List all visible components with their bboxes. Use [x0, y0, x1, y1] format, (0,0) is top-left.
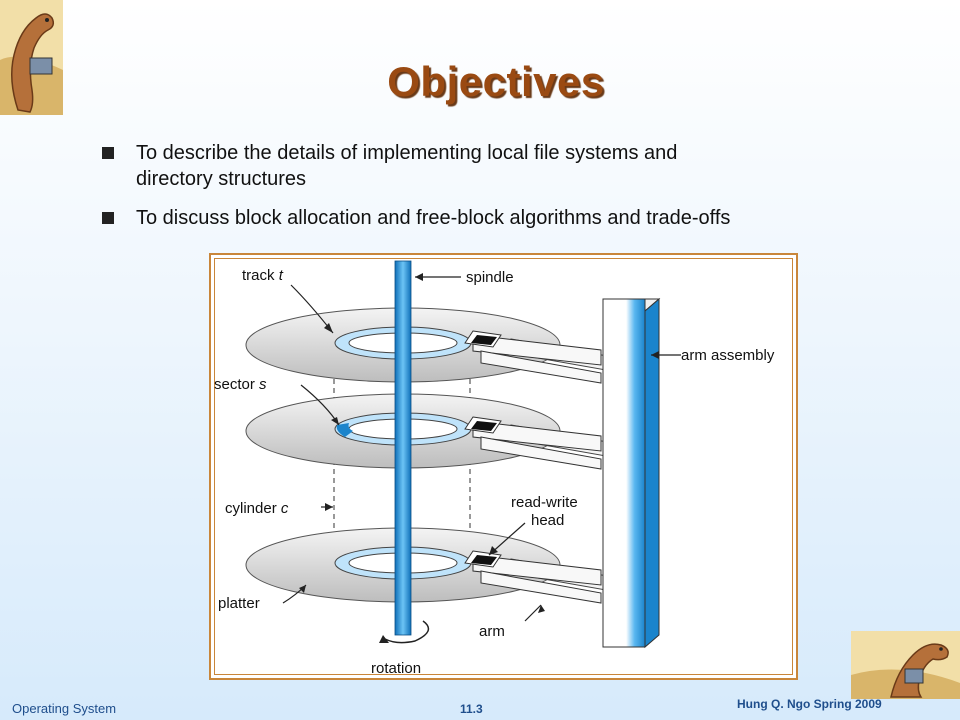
- page-title: Objectives: [387, 58, 605, 106]
- sector-label: sector s: [214, 376, 267, 393]
- rotation-label: rotation: [371, 660, 421, 677]
- track-label: track t: [242, 267, 284, 284]
- read-write-heads: [464, 330, 502, 568]
- rotation-arrow-icon: [384, 620, 430, 644]
- cylinder-label: cylinder c: [225, 500, 289, 517]
- bullet-square-icon: [102, 212, 114, 224]
- dinosaur-laptop-logo-icon: [851, 631, 960, 699]
- read-write-label-line1: read-write: [511, 494, 578, 511]
- disk-diagram: track t spindle arm assembly sector s cy…: [214, 260, 775, 677]
- arrowheads: [299, 273, 659, 613]
- bullet-text: directory structures: [136, 168, 307, 190]
- footer-slide-number: 11.3: [460, 702, 483, 716]
- dinosaur-logo-icon: [0, 0, 63, 115]
- bullet-text: To discuss block allocation and free-blo…: [136, 207, 731, 229]
- platter-label: platter: [218, 595, 260, 612]
- spindle: [394, 260, 412, 636]
- footer-author: Hung Q. Ngo Spring 2009: [737, 697, 882, 711]
- arm-assembly-column: [602, 297, 661, 649]
- bullet-text: To describe the details of implementing …: [136, 142, 678, 164]
- arm-label: arm: [479, 623, 505, 640]
- arm-set: [472, 334, 602, 604]
- read-write-label-line2: head: [531, 512, 564, 529]
- footer-course: Operating System: [12, 701, 117, 716]
- objectives-list: To describe the details of implementing …: [100, 140, 900, 244]
- list-item: To discuss block allocation and free-blo…: [100, 205, 900, 231]
- spindle-label: spindle: [466, 269, 514, 286]
- bullet-square-icon: [102, 147, 114, 159]
- disk-diagram-frame: track t spindle arm assembly sector s cy…: [209, 253, 798, 680]
- list-item: To describe the details of implementing …: [100, 140, 900, 192]
- arm-assembly-label: arm assembly: [681, 347, 775, 364]
